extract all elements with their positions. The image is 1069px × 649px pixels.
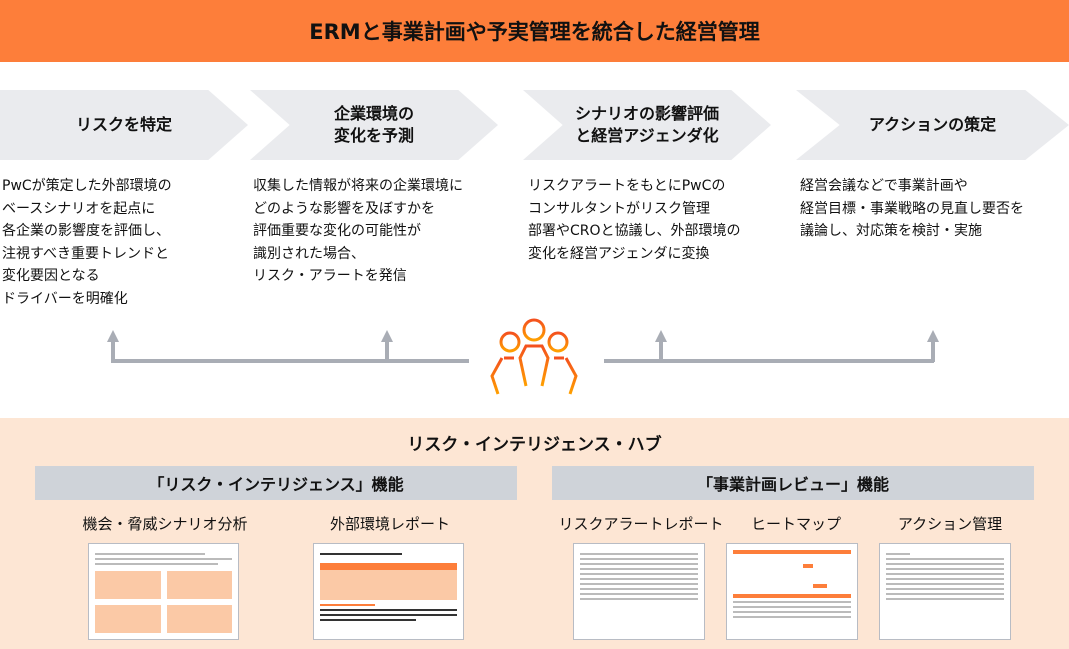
- thumbnail-action-management: [879, 543, 1011, 640]
- label-scenario-analysis: 機会・脅威シナリオ分析: [82, 515, 248, 533]
- group-bar-business-plan-review: 「事業計画レビュー」機能: [552, 466, 1034, 500]
- step-chevron-4: アクションの策定: [796, 90, 1069, 160]
- step-chevron-3: シナリオの影響評価 と経営アジェンダ化: [523, 90, 771, 160]
- step-desc-2: 収集した情報が将来の企業環境に どのような影響を及ぼすかを 評価重要な変化の可能…: [253, 178, 463, 284]
- label-risk-alert-report: リスクアラートレポート: [558, 515, 724, 533]
- label-action-management: アクション管理: [897, 515, 1003, 533]
- step-desc-1: PwCが策定した外部環境の ベースシナリオを起点に 各企業の影響度を評価し、 注…: [2, 178, 172, 307]
- group-bar-risk-intelligence: 「リスク・インテリジェンス」機能: [35, 466, 517, 500]
- arrow-up-icon: [927, 330, 939, 342]
- thumbnail-scenario-analysis: [88, 543, 239, 640]
- people-group-icon: [490, 318, 578, 395]
- hub-title: リスク・インテリジェンス・ハブ: [407, 435, 662, 455]
- label-heatmap: ヒートマップ: [750, 515, 841, 533]
- step-chevron-1: リスクを特定: [0, 90, 248, 160]
- step-desc-3: リスクアラートをもとにPwCの コンサルタントがリスク管理 部署やCROと協議し…: [528, 178, 741, 262]
- arrow-up-icon: [655, 330, 667, 342]
- thumbnail-heatmap: [726, 543, 858, 640]
- arrow-up-icon: [381, 330, 393, 342]
- arrow-shaft: [385, 340, 389, 362]
- main-title: ERMと事業計画や予実管理を統合した経営管理: [0, 0, 1069, 62]
- connector-line-left: [111, 359, 469, 363]
- arrow-up-icon: [107, 330, 119, 342]
- thumbnail-risk-alert-report: [573, 543, 705, 640]
- step-desc-4: 経営会議などで事業計画や 経営目標・事業戦略の見直し要否を 議論し、対応策を検討…: [800, 178, 1024, 239]
- arrow-shaft: [659, 340, 663, 362]
- step-chevron-2: 企業環境の 変化を予測: [250, 90, 498, 160]
- arrow-shaft: [931, 340, 935, 362]
- label-external-report: 外部環境レポート: [329, 515, 450, 533]
- arrow-shaft: [111, 340, 115, 362]
- connector-line-right: [604, 359, 934, 363]
- thumbnail-external-report: [313, 543, 464, 640]
